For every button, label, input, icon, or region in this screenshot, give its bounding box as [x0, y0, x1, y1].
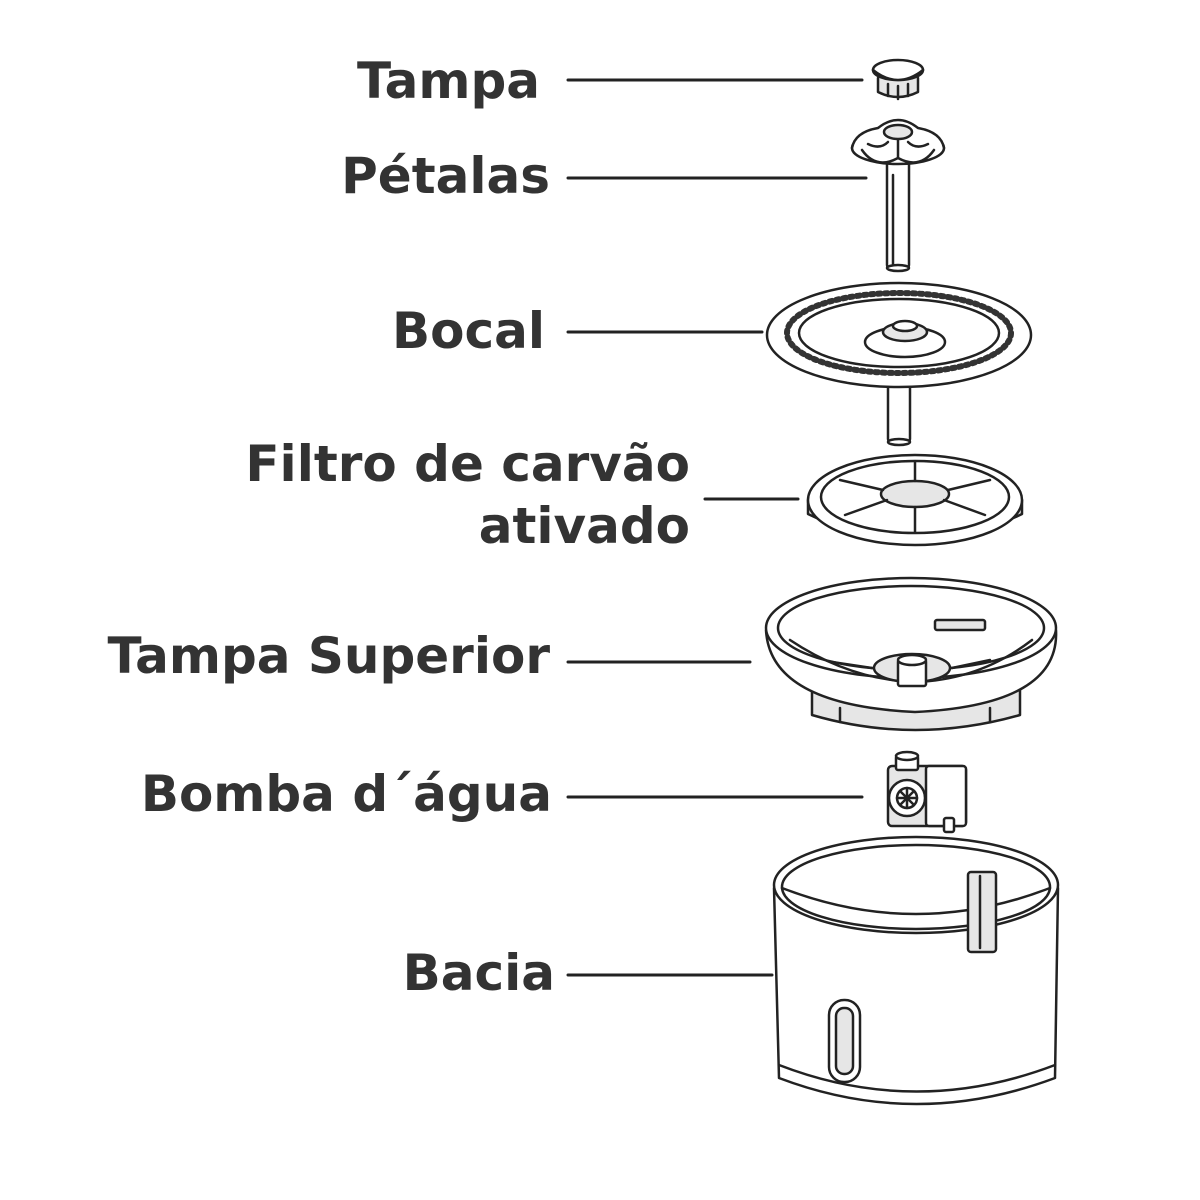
tampa-superior-part — [766, 578, 1056, 730]
bacia-part — [774, 837, 1058, 1104]
bocal-part — [767, 283, 1031, 445]
tampa-part — [873, 60, 923, 99]
bomba-part — [888, 752, 966, 832]
petalas-part — [852, 120, 944, 271]
filtro-part — [808, 455, 1022, 545]
